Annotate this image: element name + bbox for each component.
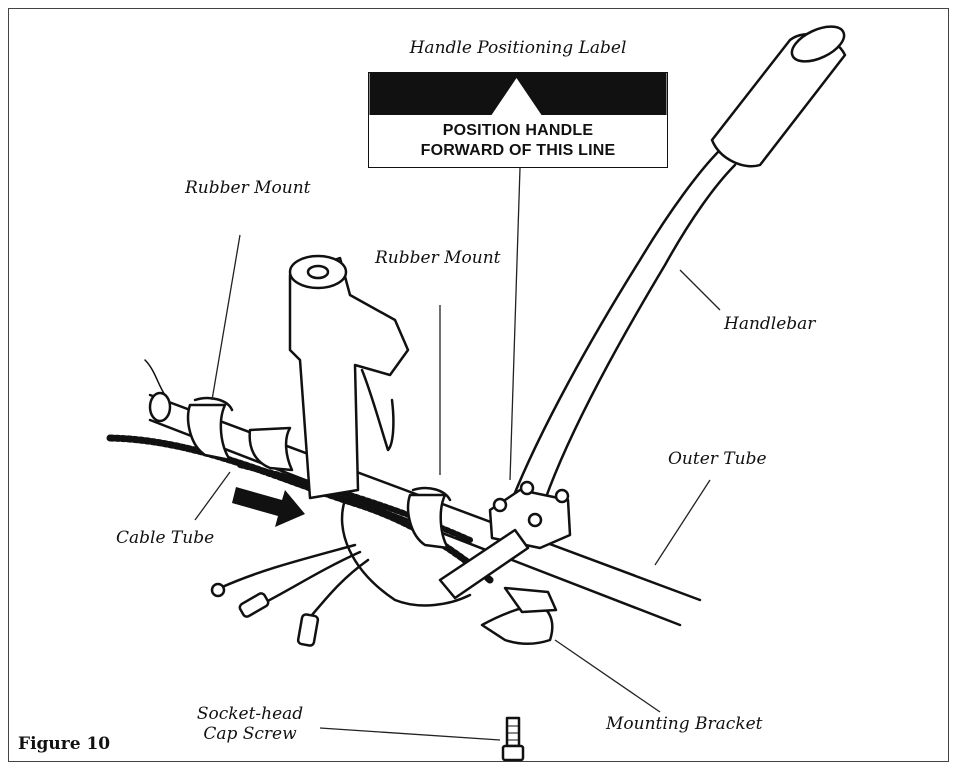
callout-rubber-mount-left: Rubber Mount: [185, 178, 311, 198]
label-line-2: FORWARD OF THIS LINE: [420, 142, 616, 159]
positioning-label-title: Handle Positioning Label: [409, 38, 627, 58]
callout-cable-tube: Cable Tube: [116, 528, 215, 548]
callout-rubber-mount-right: Rubber Mount: [375, 248, 501, 268]
mounting-bracket: [480, 586, 558, 645]
handle-positioning-label: POSITION HANDLE FORWARD OF THIS LINE: [368, 72, 668, 168]
rubber-mount-right-shape: [406, 486, 452, 550]
figure-caption: Figure 10: [18, 734, 111, 754]
label-text: POSITION HANDLE FORWARD OF THIS LINE: [369, 121, 667, 161]
callout-cap-screw-line-2: Cap Screw: [203, 724, 297, 744]
callout-mounting-bracket: Mounting Bracket: [606, 714, 763, 734]
wire-terminals: [210, 543, 370, 647]
cap-screw: [501, 716, 525, 762]
callout-handlebar: Handlebar: [724, 314, 816, 334]
label-line-1: POSITION HANDLE: [442, 122, 594, 139]
direction-arrow: [232, 487, 305, 527]
callout-cap-screw-line-1: Socket-head: [196, 704, 304, 724]
handlebar: [510, 25, 847, 502]
label-black-band: [369, 73, 667, 115]
callout-cap-screw: Socket-head Cap Screw: [190, 704, 310, 744]
rubber-mount-left-shape: [186, 396, 234, 462]
control-housing: [288, 254, 472, 607]
callout-outer-tube: Outer Tube: [668, 449, 767, 469]
